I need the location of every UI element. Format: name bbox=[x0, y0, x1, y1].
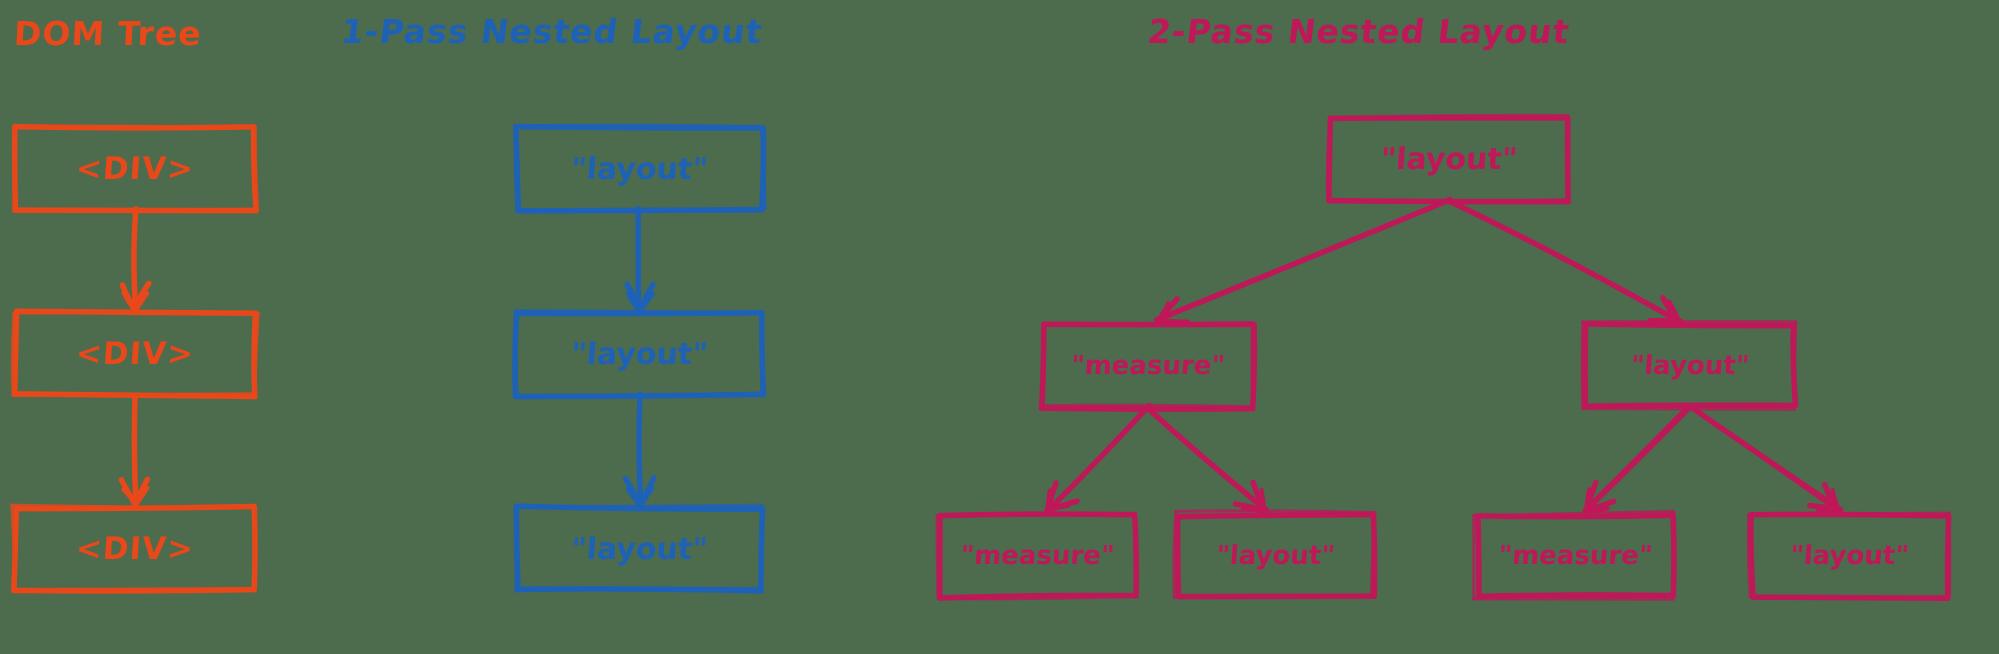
two-pass-nested-layout-box-tp-rr-edge bbox=[1746, 512, 1752, 599]
dom-tree-box-dom-3-edge bbox=[252, 506, 258, 591]
two-pass-nested-layout-box-tp-rl-edge bbox=[1475, 513, 1482, 600]
one-pass-nested-layout-box-op-2-edge bbox=[513, 309, 762, 315]
dom-tree-edge-0-shaft2 bbox=[132, 207, 137, 313]
two-pass-nested-layout-box-tp-lr-edge bbox=[1174, 511, 1377, 520]
one-pass-nested-layout-box-op-3-edge bbox=[758, 503, 764, 590]
two-pass-nested-layout-box-tp-l-edge bbox=[1041, 403, 1254, 409]
two-pass-nested-layout-box-tp-r-edge bbox=[1792, 320, 1798, 411]
one-pass-nested-layout-box-op-3-edge bbox=[514, 586, 762, 593]
two-pass-nested-layout-box-tp-r-edge bbox=[1580, 320, 1585, 411]
two-pass-nested-layout-edge-5-barb bbox=[1816, 508, 1842, 513]
one-pass-nested-layout-box-op-1-edge bbox=[513, 123, 763, 129]
dom-tree-box-dom-1 bbox=[11, 123, 259, 214]
one-pass-nested-layout-box-op-1-edge bbox=[759, 124, 767, 210]
two-pass-nested-layout-box-tp-lr-edge bbox=[1174, 513, 1182, 600]
two-pass-nested-layout-box-tp-ll-edge bbox=[935, 511, 1137, 518]
two-pass-nested-layout-box-tp-lr-edge bbox=[1174, 509, 1377, 515]
one-pass-nested-layout-box-op-1-edge bbox=[513, 124, 519, 213]
two-pass-nested-layout-box-tp-r-edge bbox=[1581, 407, 1796, 411]
two-pass-nested-layout-box-tp-ll-edge bbox=[935, 514, 940, 601]
one-pass-nested-layout-box-op-1-edge bbox=[515, 206, 767, 213]
two-pass-nested-layout-box-tp-rr bbox=[1746, 511, 1952, 602]
two-pass-nested-layout-box-tp-root-edge bbox=[1325, 116, 1332, 202]
two-pass-nested-layout-box-tp-rl-edge bbox=[1671, 509, 1676, 601]
two-pass-nested-layout-box-tp-rr-edge bbox=[1748, 511, 1756, 600]
dom-tree-box-dom-3 bbox=[10, 503, 258, 594]
two-pass-nested-layout-box-tp-rr-edge bbox=[1748, 594, 1951, 599]
dom-tree-box-dom-1-edge bbox=[12, 207, 259, 213]
dom-tree-box-dom-3-edge bbox=[13, 587, 256, 591]
dom-tree-box-dom-3-edge bbox=[10, 503, 258, 510]
two-pass-nested-layout-edge-2-barb bbox=[1044, 488, 1052, 514]
two-pass-nested-layout-box-tp-l-edge bbox=[1038, 405, 1256, 412]
one-pass-nested-layout-box-op-1 bbox=[512, 123, 767, 214]
two-pass-nested-layout-edge-3-shaft2 bbox=[1146, 406, 1266, 513]
two-pass-nested-layout-edge-4-shaft2 bbox=[1584, 406, 1693, 514]
two-pass-nested-layout-box-tp-r-edge bbox=[1582, 321, 1797, 329]
two-pass-nested-layout-box-tp-l-edge bbox=[1041, 323, 1047, 408]
one-pass-nested-layout-box-op-3-edge bbox=[513, 505, 518, 593]
one-pass-nested-layout-box-op-3 bbox=[513, 503, 766, 594]
two-pass-nested-layout-box-tp-r-edge bbox=[1582, 321, 1589, 409]
two-pass-nested-layout-box-tp-lr-edge bbox=[1369, 511, 1377, 598]
two-pass-nested-layout-box-tp-ll bbox=[935, 511, 1140, 601]
dom-tree-box-dom-1-edge bbox=[12, 125, 16, 213]
two-pass-nested-layout-box-tp-r bbox=[1580, 320, 1799, 411]
one-pass-nested-layout-box-op-3-edge bbox=[513, 503, 764, 509]
two-pass-nested-layout-box-tp-root-edge bbox=[1326, 198, 1570, 203]
two-pass-nested-layout-box-tp-lr-edge bbox=[1172, 509, 1178, 599]
two-pass-nested-layout-edge-0-shaft2 bbox=[1156, 198, 1453, 323]
dom-tree-box-dom-2-edge bbox=[253, 311, 260, 396]
dom-tree-box-dom-1-edge bbox=[253, 125, 259, 211]
one-pass-nested-layout-box-op-2-edge bbox=[758, 311, 764, 395]
two-pass-nested-layout-box-tp-ll-edge bbox=[936, 594, 1138, 601]
two-pass-nested-layout-box-tp-ll-edge bbox=[1133, 511, 1138, 598]
two-pass-nested-layout-edge-3-barb bbox=[1259, 487, 1267, 513]
two-pass-nested-layout-box-tp-rr-edge bbox=[1747, 511, 1951, 516]
two-pass-nested-layout-box-tp-l-edge bbox=[1042, 321, 1254, 327]
one-pass-nested-layout-edge-1-barb bbox=[625, 487, 643, 509]
two-pass-nested-layout-box-tp-r-edge bbox=[1582, 402, 1799, 409]
dom-tree-edge-1-barb bbox=[121, 487, 137, 508]
dom-tree-edge-1-shaft2 bbox=[132, 394, 138, 509]
two-pass-nested-layout-edge-2-shaft2 bbox=[1046, 404, 1149, 514]
two-pass-nested-layout-box-tp-rl-edge bbox=[1472, 509, 1676, 518]
two-pass-nested-layout-edge-4-barb bbox=[1584, 487, 1592, 514]
dom-tree-box-dom-1-edge bbox=[12, 124, 257, 129]
two-pass-nested-layout-edge-4-barb bbox=[1583, 506, 1610, 513]
two-pass-nested-layout-box-tp-root bbox=[1325, 113, 1571, 205]
two-pass-nested-layout-edge-0-barb bbox=[1155, 301, 1171, 323]
two-pass-nested-layout-box-tp-rl bbox=[1472, 509, 1677, 601]
two-pass-nested-layout-box-tp-rl-edge bbox=[1476, 592, 1676, 600]
one-pass-nested-layout-edge-1-shaft2 bbox=[636, 393, 642, 506]
one-pass-nested-layout-box-op-2 bbox=[512, 309, 767, 400]
dom-tree-box-dom-2-edge bbox=[11, 392, 257, 397]
dom-tree-box-dom-2-edge bbox=[12, 308, 20, 397]
one-pass-nested-layout-box-op-2-edge bbox=[515, 391, 764, 399]
dom-tree-box-dom-3-edge bbox=[10, 503, 17, 591]
dom-tree-box-dom-2 bbox=[10, 308, 260, 400]
two-pass-nested-layout-box-tp-lr-edge bbox=[1172, 594, 1373, 600]
one-pass-nested-layout-box-op-2-edge bbox=[513, 309, 519, 399]
two-pass-nested-layout-box-tp-root-edge bbox=[1566, 113, 1571, 202]
two-pass-nested-layout-box-tp-rr-edge bbox=[1947, 511, 1952, 598]
dom-tree-box-dom-2-edge bbox=[10, 311, 16, 397]
one-pass-nested-layout-edge-0-shaft2 bbox=[636, 208, 641, 314]
two-pass-nested-layout-edge-5-shaft2 bbox=[1689, 406, 1841, 514]
two-pass-nested-layout-box-tp-root-edge bbox=[1328, 113, 1570, 120]
two-pass-nested-layout-edge-1-shaft2 bbox=[1448, 199, 1681, 323]
dom-tree-box-dom-1-edge bbox=[250, 124, 259, 214]
two-pass-nested-layout-box-tp-l bbox=[1038, 321, 1258, 412]
two-pass-nested-layout-box-tp-lr bbox=[1172, 509, 1378, 600]
two-pass-nested-layout-edge-4-shaft bbox=[1582, 403, 1692, 514]
